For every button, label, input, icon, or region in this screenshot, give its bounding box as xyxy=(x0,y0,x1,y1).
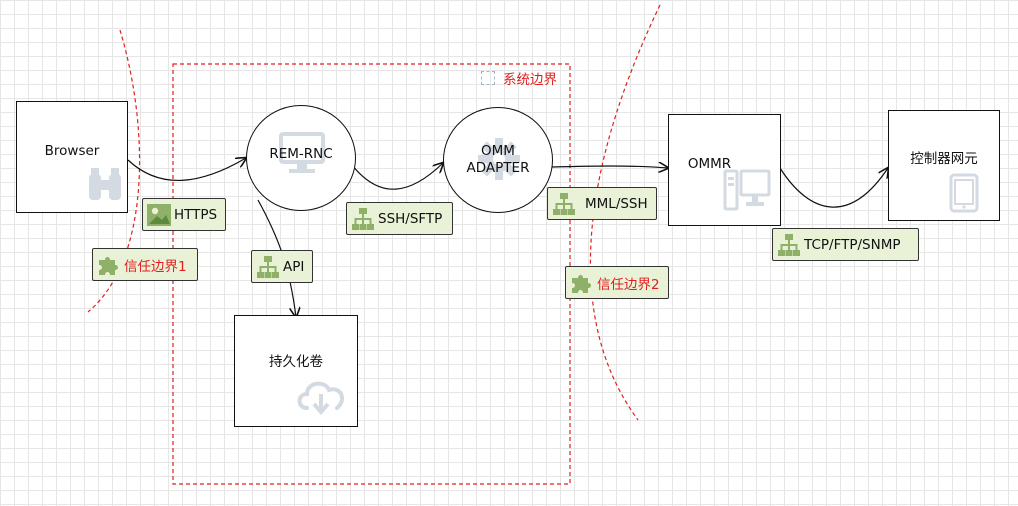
mml-ssh-tag[interactable]: MML/SSH xyxy=(547,187,657,220)
gear-icon xyxy=(478,138,520,180)
system-boundary-label: 系统边界 xyxy=(481,68,557,88)
omm-adapter-node[interactable]: OMM ADAPTER xyxy=(443,107,553,213)
trust-boundary-1-label: 信任边界1 xyxy=(124,258,187,275)
image-icon xyxy=(147,203,171,226)
controller-node[interactable]: 控制器网元 xyxy=(888,110,1000,221)
tablet-icon xyxy=(949,173,979,213)
edge-rem-omm xyxy=(351,163,443,190)
puzzle-icon xyxy=(572,274,591,293)
ssh-sftp-tag[interactable]: SSH/SFTP xyxy=(346,202,453,235)
network-icon xyxy=(778,233,800,256)
network-icon xyxy=(352,207,374,230)
omm-adapter-label-line1: OMM xyxy=(481,143,515,160)
omm-adapter-label-line2: ADAPTER xyxy=(466,160,530,176)
network-icon xyxy=(553,192,575,215)
boundary-square-icon xyxy=(481,71,495,85)
persistent-volume-node[interactable]: 持久化卷 xyxy=(234,315,358,427)
browser-node[interactable]: Browser xyxy=(16,101,128,213)
system-boundary-text: 系统边界 xyxy=(503,72,557,88)
omm-adapter-label: OMM ADAPTER xyxy=(467,143,530,177)
controller-label: 控制器网元 xyxy=(910,151,978,168)
trust-boundary-2-label: 信任边界2 xyxy=(597,276,660,293)
computer-icon xyxy=(723,169,771,211)
trust-boundary-2-tag[interactable]: 信任边界2 xyxy=(565,266,669,299)
tcp-ftp-snmp-tag[interactable]: TCP/FTP/SNMP xyxy=(772,228,919,261)
mml-ssh-label: MML/SSH xyxy=(585,195,648,212)
network-icon xyxy=(257,255,279,278)
api-tag[interactable]: API xyxy=(251,250,313,283)
api-label: API xyxy=(283,258,305,275)
monitor-icon xyxy=(279,132,325,173)
ommr-label: OMMR xyxy=(687,155,732,172)
trust-boundary-1-tag[interactable]: 信任边界1 xyxy=(92,248,198,281)
ommr-node[interactable]: OMMR xyxy=(668,114,781,226)
https-label: HTTPS xyxy=(174,206,218,223)
https-tag[interactable]: HTTPS xyxy=(142,198,226,231)
tcp-ftp-snmp-label: TCP/FTP/SNMP xyxy=(804,236,901,253)
rem-rnc-node[interactable]: REM-RNC xyxy=(246,105,356,211)
edge-ommr-controller xyxy=(779,168,888,208)
edge-omm-ommr xyxy=(551,166,668,168)
cloud-download-icon xyxy=(297,381,345,416)
ssh-sftp-label: SSH/SFTP xyxy=(378,210,443,227)
binoculars-icon xyxy=(89,168,121,200)
browser-label: Browser xyxy=(44,142,100,159)
rem-rnc-label: REM-RNC xyxy=(269,145,333,162)
volume-label: 持久化卷 xyxy=(269,353,323,370)
puzzle-icon xyxy=(99,256,118,275)
edge-browser-rem xyxy=(127,158,246,181)
